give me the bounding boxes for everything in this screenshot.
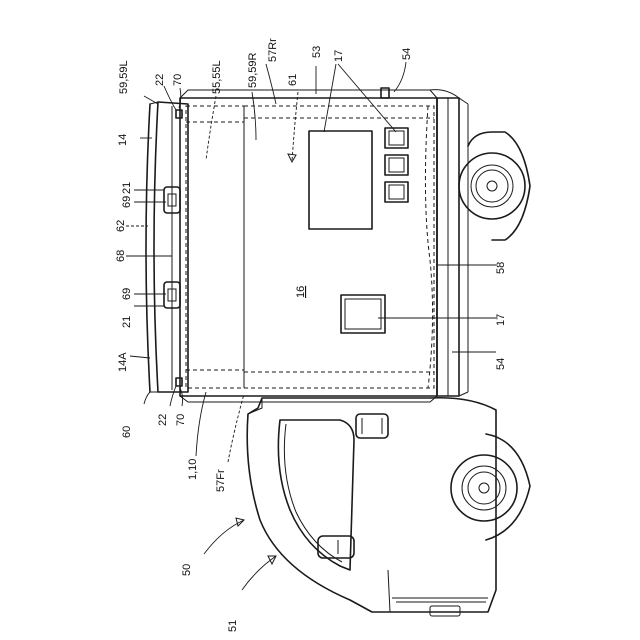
leader-lines: [126, 62, 496, 590]
label-57Fr: 57Fr: [215, 469, 227, 492]
label-22-top: 22: [154, 74, 166, 86]
label-17-bot: 17: [495, 314, 507, 326]
label-57Rr: 57Rr: [267, 38, 279, 62]
label-69-top: 69: [121, 196, 133, 208]
label-54-bot: 54: [495, 358, 507, 370]
front-wheel: [451, 434, 530, 540]
cab-door-window: [278, 420, 354, 570]
cargo-box: [146, 88, 468, 402]
label-59L: 59,59L: [118, 60, 130, 94]
rear-wheel: [459, 132, 530, 240]
label-16: 16: [295, 286, 307, 298]
label-54-top: 54: [401, 48, 413, 60]
label-14: 14: [117, 134, 129, 146]
label-61: 61: [287, 74, 299, 86]
label-69-bot: 69: [121, 288, 133, 300]
display-large: [309, 131, 372, 229]
label-50: 50: [181, 564, 193, 576]
cab-body: [247, 398, 496, 612]
label-17-top: 17: [333, 50, 345, 62]
label-55: 55,55L: [211, 60, 223, 94]
label-21-top: 21: [121, 182, 133, 194]
rear-door-outer-edge: [146, 104, 150, 392]
label-59R: 59,59R: [247, 52, 259, 88]
label-14A: 14A: [117, 352, 129, 372]
hinge-bottom: [176, 378, 182, 386]
label-58: 58: [495, 262, 507, 274]
label-68: 68: [115, 250, 127, 262]
label-53: 53: [311, 46, 323, 58]
label-1-10: 1,10: [187, 459, 199, 480]
label-70-top: 70: [172, 74, 184, 86]
inner-frame-55L: [186, 106, 244, 388]
label-51: 51: [227, 620, 239, 632]
cab-door-handle: [356, 414, 388, 438]
label-70-bot: 70: [175, 414, 187, 426]
label-60: 60: [121, 426, 133, 438]
label-22-bot: 22: [157, 414, 169, 426]
rear-door-panel: [154, 102, 188, 392]
display-lower: [341, 295, 385, 333]
cab: [247, 398, 496, 616]
label-62: 62: [115, 220, 127, 232]
hinge-top: [176, 110, 182, 118]
label-21-bot: 21: [121, 316, 133, 328]
